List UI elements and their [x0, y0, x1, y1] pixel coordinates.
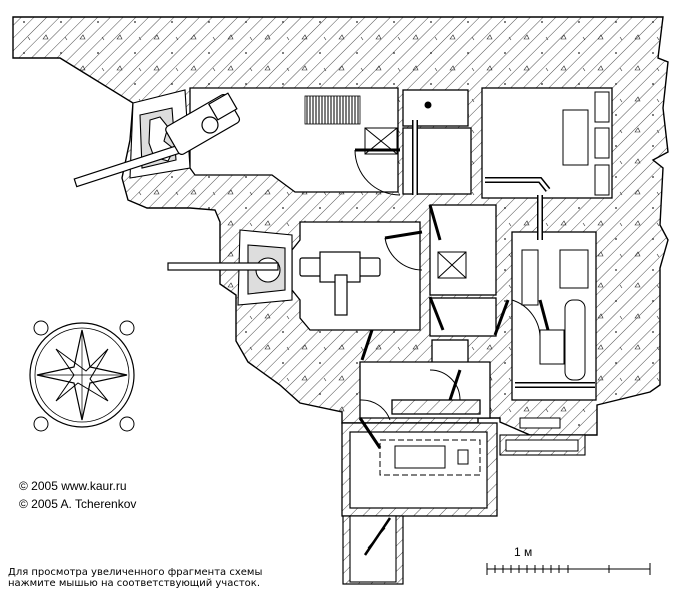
gun-barrel-icon — [73, 92, 241, 188]
scale-label: 1 м — [514, 545, 533, 559]
doors — [354, 148, 550, 449]
upper-utility-room — [402, 89, 469, 127]
ventilation-grate — [304, 95, 361, 125]
stair-passage — [431, 339, 469, 365]
vestibule-wall-block — [391, 399, 481, 415]
hint-line-1: Для просмотра увеличенного фрагмента схе… — [8, 567, 263, 578]
copyright-author: © 2005 A. Tcherenkov — [19, 497, 137, 511]
equipment — [364, 91, 610, 429]
lower-corridor — [429, 297, 497, 337]
copyright-site[interactable]: © 2005 www.kaur.ru — [19, 479, 127, 493]
central-hall — [429, 204, 497, 296]
entrance-block — [341, 422, 586, 585]
compass-rose-icon — [29, 320, 135, 432]
hint-line-2: нажмите мышью на соответствующий участок… — [8, 578, 260, 589]
lower-gun-icon — [167, 251, 381, 316]
scale-bar — [486, 563, 651, 575]
